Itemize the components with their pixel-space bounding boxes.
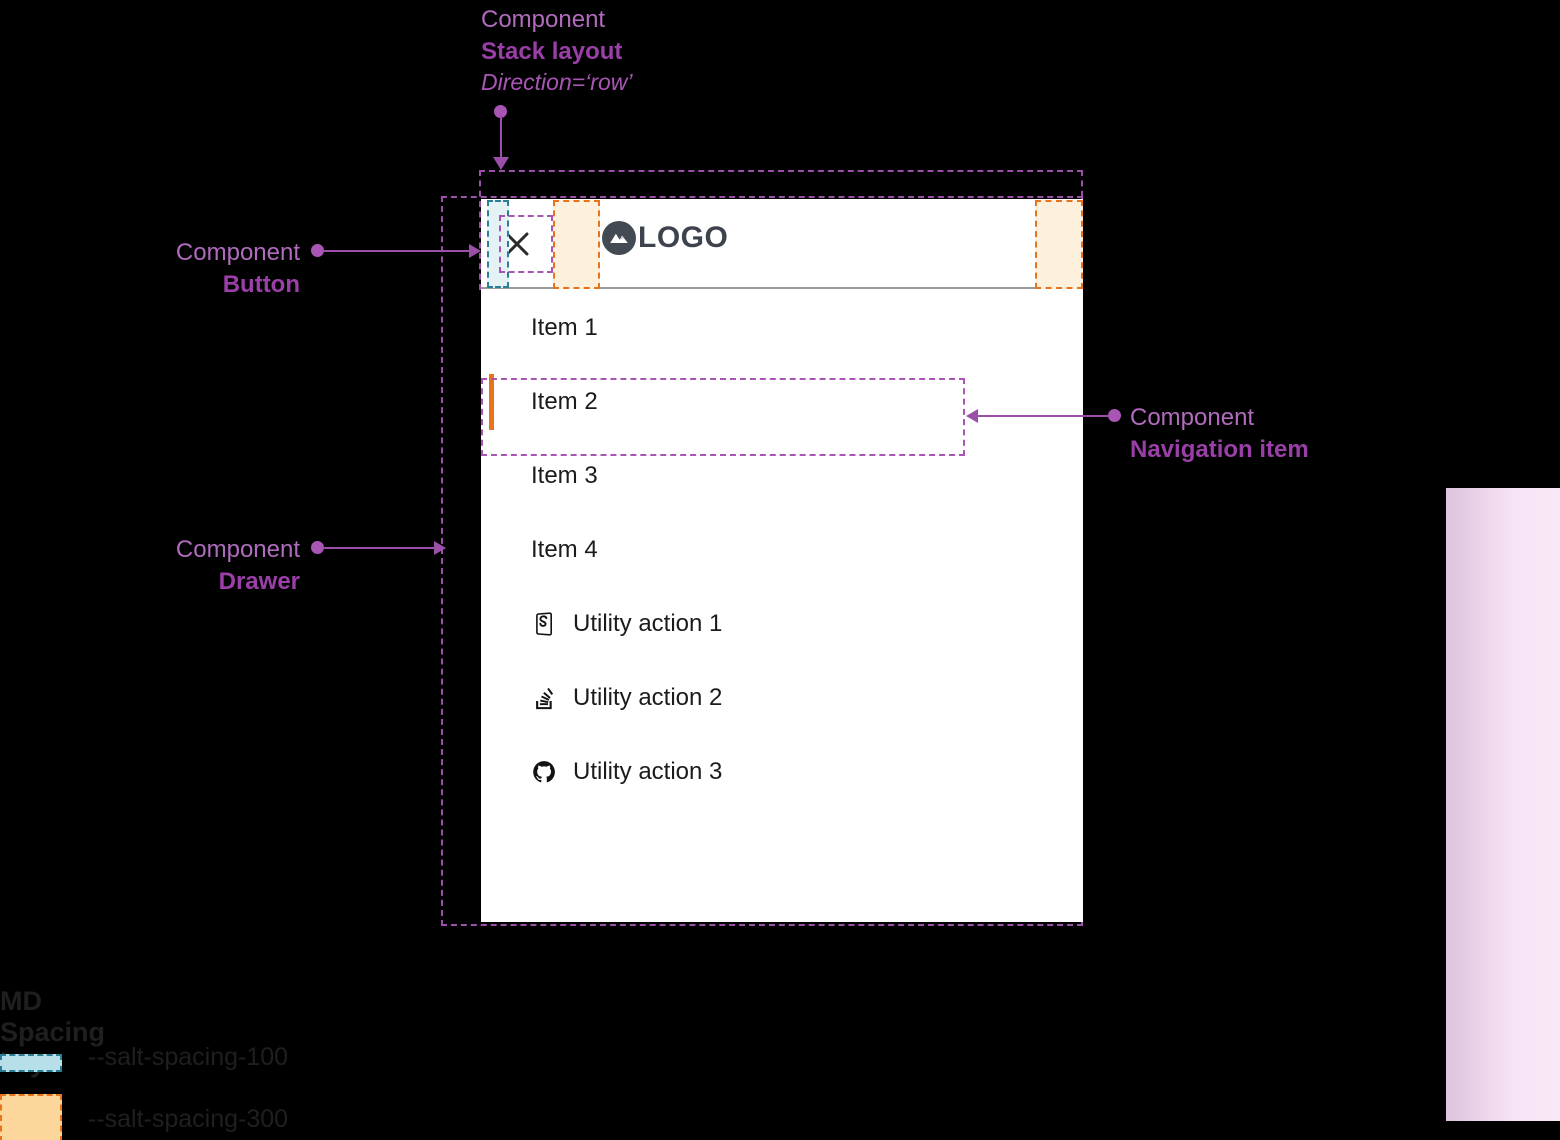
navigation-list: Item 1 Item 2 Item 3 Item 4 Utili bbox=[481, 291, 1083, 809]
annotation-stack-layout-prefix: Component bbox=[481, 6, 606, 33]
annotation-button: Component Button bbox=[0, 237, 300, 300]
utility-action-label: Utility action 1 bbox=[573, 610, 723, 637]
annotation-button-leader bbox=[322, 250, 472, 252]
nav-item-2[interactable]: Item 2 bbox=[481, 365, 1083, 439]
nav-item-4[interactable]: Item 4 bbox=[481, 513, 1083, 587]
annotation-stack-layout-arrowhead bbox=[493, 157, 509, 170]
annotation-drawer-prefix: Component bbox=[175, 536, 300, 563]
annotation-drawer-arrowhead bbox=[434, 541, 446, 555]
annotation-drawer-leader bbox=[322, 547, 437, 549]
utility-action-label: Utility action 3 bbox=[573, 758, 723, 785]
spacing-key-row-300: --salt-spacing-300 bbox=[0, 1094, 288, 1140]
annotation-button-prefix: Component bbox=[175, 239, 300, 266]
annotation-navigation-item-name: Navigation item bbox=[1130, 435, 1309, 463]
storybook-icon bbox=[531, 611, 557, 637]
nav-item-label: Item 2 bbox=[531, 388, 598, 415]
button-bounds bbox=[499, 215, 553, 273]
annotation-stack-layout-dot bbox=[494, 105, 507, 118]
nav-item-label: Item 3 bbox=[531, 462, 598, 489]
spacing-key-title: MD Spacing key bbox=[0, 986, 106, 1078]
annotation-drawer: Component Drawer bbox=[0, 534, 300, 597]
annotation-drawer-name: Drawer bbox=[218, 567, 300, 595]
spacing-swatch-300-header-right bbox=[1035, 200, 1083, 289]
annotation-navigation-item: Component Navigation item bbox=[1130, 402, 1309, 465]
close-icon bbox=[502, 229, 532, 259]
spacing-swatch-300-header-gap bbox=[553, 200, 600, 289]
annotation-stack-layout-leader bbox=[500, 115, 502, 161]
annotation-stack-layout-detail: Direction=‘row’ bbox=[481, 69, 633, 96]
utility-action-3[interactable]: Utility action 3 bbox=[481, 735, 1083, 809]
utility-action-label: Utility action 2 bbox=[573, 684, 723, 711]
spacing-key-label-300: --salt-spacing-300 bbox=[88, 1105, 289, 1133]
spacing-key-swatch-100 bbox=[0, 1054, 62, 1072]
utility-action-1[interactable]: Utility action 1 bbox=[481, 587, 1083, 661]
navigation-item-bounds bbox=[481, 378, 965, 456]
nav-item-selected-indicator bbox=[489, 374, 494, 430]
close-button[interactable] bbox=[493, 221, 541, 267]
logo-text: LOGO bbox=[638, 221, 729, 254]
spacing-key-row-100: --salt-spacing-100 bbox=[0, 1043, 288, 1072]
logo[interactable]: LOGO bbox=[602, 221, 728, 255]
spacing-key-label-100: --salt-spacing-100 bbox=[88, 1043, 289, 1071]
annotation-navigation-item-leader bbox=[978, 415, 1110, 417]
nav-item-1[interactable]: Item 1 bbox=[481, 291, 1083, 365]
spacing-key-swatch-300 bbox=[0, 1094, 62, 1140]
drawer-scrim bbox=[1446, 488, 1560, 1121]
annotation-navigation-item-dot bbox=[1108, 409, 1121, 422]
annotation-stack-layout: Component Stack layout Direction=‘row’ bbox=[481, 4, 632, 98]
utility-action-2[interactable]: Utility action 2 bbox=[481, 661, 1083, 735]
mountain-logo-icon bbox=[602, 221, 636, 255]
annotation-navigation-item-arrowhead bbox=[966, 409, 978, 423]
annotation-button-dot bbox=[311, 244, 324, 257]
annotation-navigation-item-prefix: Component bbox=[1130, 404, 1255, 431]
annotation-button-name: Button bbox=[222, 270, 300, 298]
annotation-stack-layout-name: Stack layout bbox=[481, 37, 623, 65]
github-icon bbox=[531, 759, 557, 785]
nav-item-label: Item 1 bbox=[531, 314, 598, 341]
annotation-drawer-dot bbox=[311, 541, 324, 554]
drawer: LOGO Item 1 Item 2 Item 3 Item 4 bbox=[481, 199, 1560, 1121]
annotation-button-arrowhead bbox=[469, 244, 481, 258]
spacing-swatch-100-header-left bbox=[487, 200, 509, 288]
nav-item-3[interactable]: Item 3 bbox=[481, 439, 1083, 513]
stackoverflow-icon bbox=[531, 685, 557, 711]
nav-item-label: Item 4 bbox=[531, 536, 598, 563]
